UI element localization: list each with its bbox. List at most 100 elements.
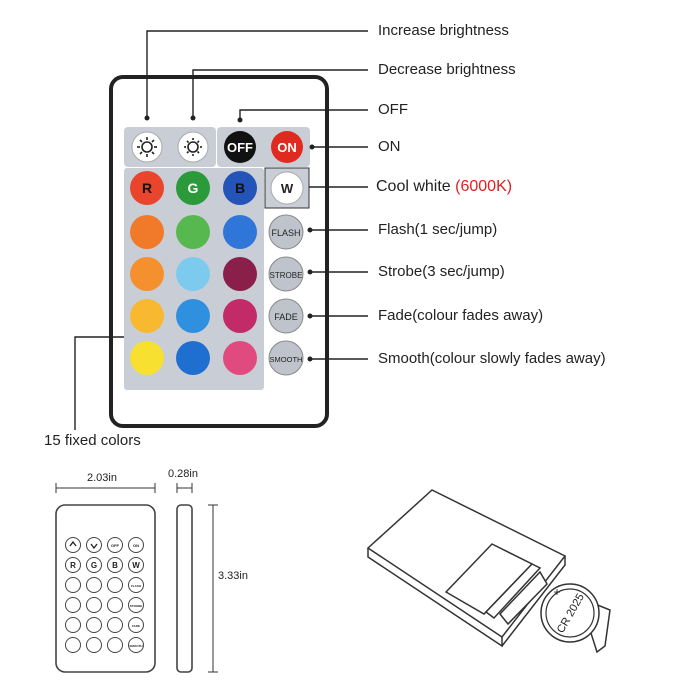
mini-arrow-up-icon bbox=[69, 540, 77, 547]
color-button-4-2[interactable] bbox=[176, 299, 210, 333]
flash-button-label: FLASH bbox=[271, 228, 300, 238]
on-button[interactable]: ON bbox=[271, 131, 303, 163]
mini-on-label: ON bbox=[133, 543, 139, 548]
mini-b-label: B bbox=[112, 561, 118, 570]
leader-fixed-colors bbox=[74, 336, 124, 430]
decrease-brightness-button[interactable] bbox=[177, 131, 209, 163]
sun-dim-icon bbox=[184, 138, 202, 156]
color-button-2-2[interactable] bbox=[176, 215, 210, 249]
callout-fixed-colors: 15 fixed colors bbox=[44, 432, 141, 449]
mini-mode-1 bbox=[128, 577, 144, 593]
increase-brightness-button[interactable] bbox=[131, 131, 163, 163]
mini-off-label: OFF bbox=[111, 543, 120, 548]
dimension-thickness: 0.28in bbox=[168, 468, 198, 480]
coin-battery bbox=[540, 583, 600, 643]
mini-color-2-0 bbox=[65, 577, 81, 593]
smooth-button[interactable]: SMOOTH bbox=[268, 340, 304, 376]
flash-button[interactable]: FLASH bbox=[268, 214, 304, 250]
color-button-2-3[interactable] bbox=[223, 215, 257, 249]
front-view-buttons: OFF ON R G B W FLASH STROBE FADE SMOOTH bbox=[65, 537, 144, 653]
dimension-width: 2.03in bbox=[87, 472, 117, 484]
callout-cool-white: Cool white (6000K) bbox=[376, 178, 512, 196]
mini-b bbox=[107, 557, 123, 573]
mini-mode-2-label: STROBE bbox=[130, 604, 143, 608]
color-button-3-2[interactable] bbox=[176, 257, 210, 291]
side-view-drawing bbox=[176, 483, 218, 673]
side-view-remote bbox=[176, 504, 193, 673]
smooth-button-label: SMOOTH bbox=[270, 355, 303, 364]
color-button-3-3[interactable] bbox=[223, 257, 257, 291]
callout-strobe: Strobe(3 sec/jump) bbox=[378, 263, 505, 280]
color-button-4-3[interactable] bbox=[223, 299, 257, 333]
color-button-2-1[interactable] bbox=[130, 215, 164, 249]
leader-increase bbox=[146, 30, 368, 118]
mini-mode-1-label: FLASH bbox=[131, 584, 141, 588]
color-button-label-r: R bbox=[142, 180, 152, 196]
mini-r-label: R bbox=[70, 561, 76, 570]
white-button-label: W bbox=[281, 181, 294, 196]
dimension-height: 3.33in bbox=[218, 570, 248, 582]
mini-color-3-0 bbox=[65, 597, 81, 613]
color-button-g[interactable] bbox=[176, 171, 210, 205]
mini-on bbox=[128, 537, 144, 553]
strobe-button[interactable]: STROBE bbox=[268, 256, 304, 292]
mini-color-2-2 bbox=[107, 577, 123, 593]
mini-color-4-2 bbox=[107, 617, 123, 633]
battery-plus-sign: + bbox=[553, 585, 560, 599]
callout-fade: Fade(colour fades away) bbox=[378, 307, 544, 324]
callout-on: ON bbox=[378, 138, 401, 155]
callout-decrease-brightness: Decrease brightness bbox=[378, 61, 516, 78]
mini-mode-3-label: FADE bbox=[132, 624, 140, 628]
mini-mode-3 bbox=[128, 617, 144, 633]
mini-w bbox=[128, 557, 144, 573]
color-button-4-1[interactable] bbox=[130, 299, 164, 333]
sun-icon bbox=[137, 137, 157, 157]
callout-flash: Flash(1 sec/jump) bbox=[378, 221, 498, 238]
mini-off bbox=[107, 537, 123, 553]
mini-color-3-1 bbox=[86, 597, 102, 613]
callout-cool-white-temp: (6000K) bbox=[455, 178, 513, 195]
callout-smooth: Smooth(colour slowly fades away) bbox=[378, 350, 606, 367]
mini-g-label: G bbox=[91, 561, 97, 570]
color-button-label-g: G bbox=[188, 180, 199, 196]
white-panel-outline bbox=[264, 167, 310, 209]
white-button[interactable]: W bbox=[270, 171, 304, 205]
color-button-r[interactable] bbox=[130, 171, 164, 205]
mini-decrease-brightness bbox=[86, 537, 102, 553]
front-view-drawing: OFF ON R G B W FLASH STROBE FADE SMOOTH bbox=[55, 483, 156, 673]
mini-mode-4-label: SMOOTH bbox=[129, 644, 142, 648]
strobe-button-label: STROBE bbox=[270, 271, 303, 280]
mini-arrow-down-icon bbox=[90, 543, 98, 550]
mini-color-5-1 bbox=[86, 637, 102, 653]
fade-button-label: FADE bbox=[274, 312, 298, 322]
callout-off: OFF bbox=[378, 101, 408, 118]
mini-mode-4 bbox=[128, 637, 144, 653]
leader-lines bbox=[74, 30, 368, 430]
mini-increase-brightness bbox=[65, 537, 81, 553]
battery-view-drawing: CR 2025 + bbox=[366, 489, 611, 654]
remote-back-outline bbox=[366, 489, 567, 639]
color-button-5-2[interactable] bbox=[176, 341, 210, 375]
mini-color-3-2 bbox=[107, 597, 123, 613]
color-button-5-1[interactable] bbox=[130, 341, 164, 375]
leader-dots bbox=[144, 115, 315, 362]
fade-button[interactable]: FADE bbox=[268, 298, 304, 334]
color-button-label-b: B bbox=[235, 180, 245, 196]
leader-decrease bbox=[192, 69, 368, 118]
mini-color-2-1 bbox=[86, 577, 102, 593]
callout-increase-brightness: Increase brightness bbox=[378, 22, 509, 39]
off-button[interactable]: OFF bbox=[224, 131, 256, 163]
on-button-label: ON bbox=[277, 140, 297, 155]
mini-g bbox=[86, 557, 102, 573]
callout-cool-white-text: Cool white bbox=[376, 178, 456, 195]
mini-color-4-1 bbox=[86, 617, 102, 633]
color-button-b[interactable] bbox=[223, 171, 257, 205]
mini-w-label: W bbox=[132, 561, 140, 570]
leader-off bbox=[239, 109, 368, 121]
color-button-5-3[interactable] bbox=[223, 341, 257, 375]
battery-tray bbox=[499, 570, 548, 626]
color-button-3-1[interactable] bbox=[130, 257, 164, 291]
